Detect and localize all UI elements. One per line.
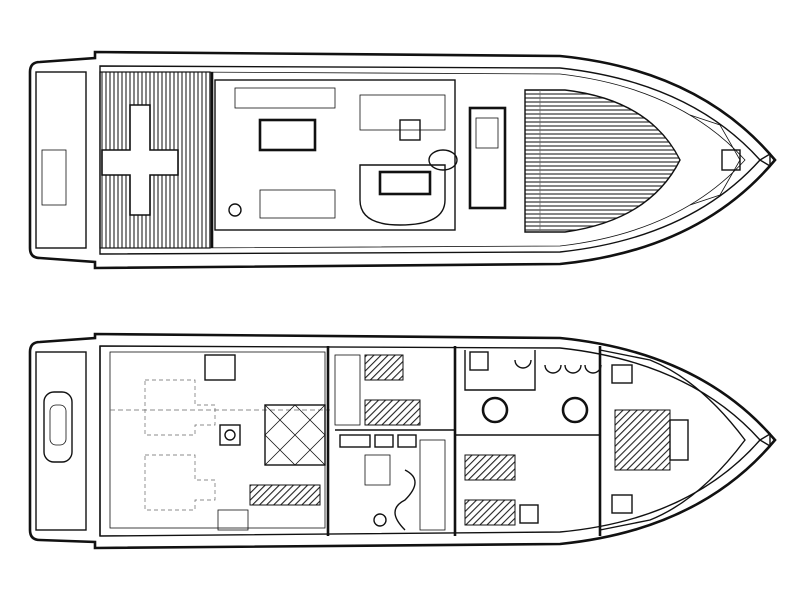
berth-aft-1 [364, 354, 404, 381]
swim-platform [35, 71, 87, 249]
lower-deck-plan [28, 332, 777, 550]
dinette [359, 164, 446, 226]
bow-tip-lower [758, 432, 771, 448]
pump-2 [561, 396, 589, 424]
bunk-1 [249, 484, 321, 506]
upper-hull-outline [28, 50, 777, 270]
aft-table [101, 104, 179, 216]
helm [468, 106, 507, 210]
lower-hull-outline [28, 332, 777, 550]
salon-table [258, 118, 317, 152]
berth-aft-2 [364, 399, 421, 426]
swim-platform-lower [35, 351, 87, 531]
pump-1 [481, 396, 509, 424]
berth-mid-1 [464, 454, 516, 481]
bow-tip-upper [758, 152, 771, 168]
berth-mid-2 [464, 499, 516, 526]
upper-deck-plan [28, 50, 777, 270]
berth-forward [614, 409, 671, 471]
foredeck-sunpad [524, 89, 681, 233]
tender [43, 391, 73, 463]
